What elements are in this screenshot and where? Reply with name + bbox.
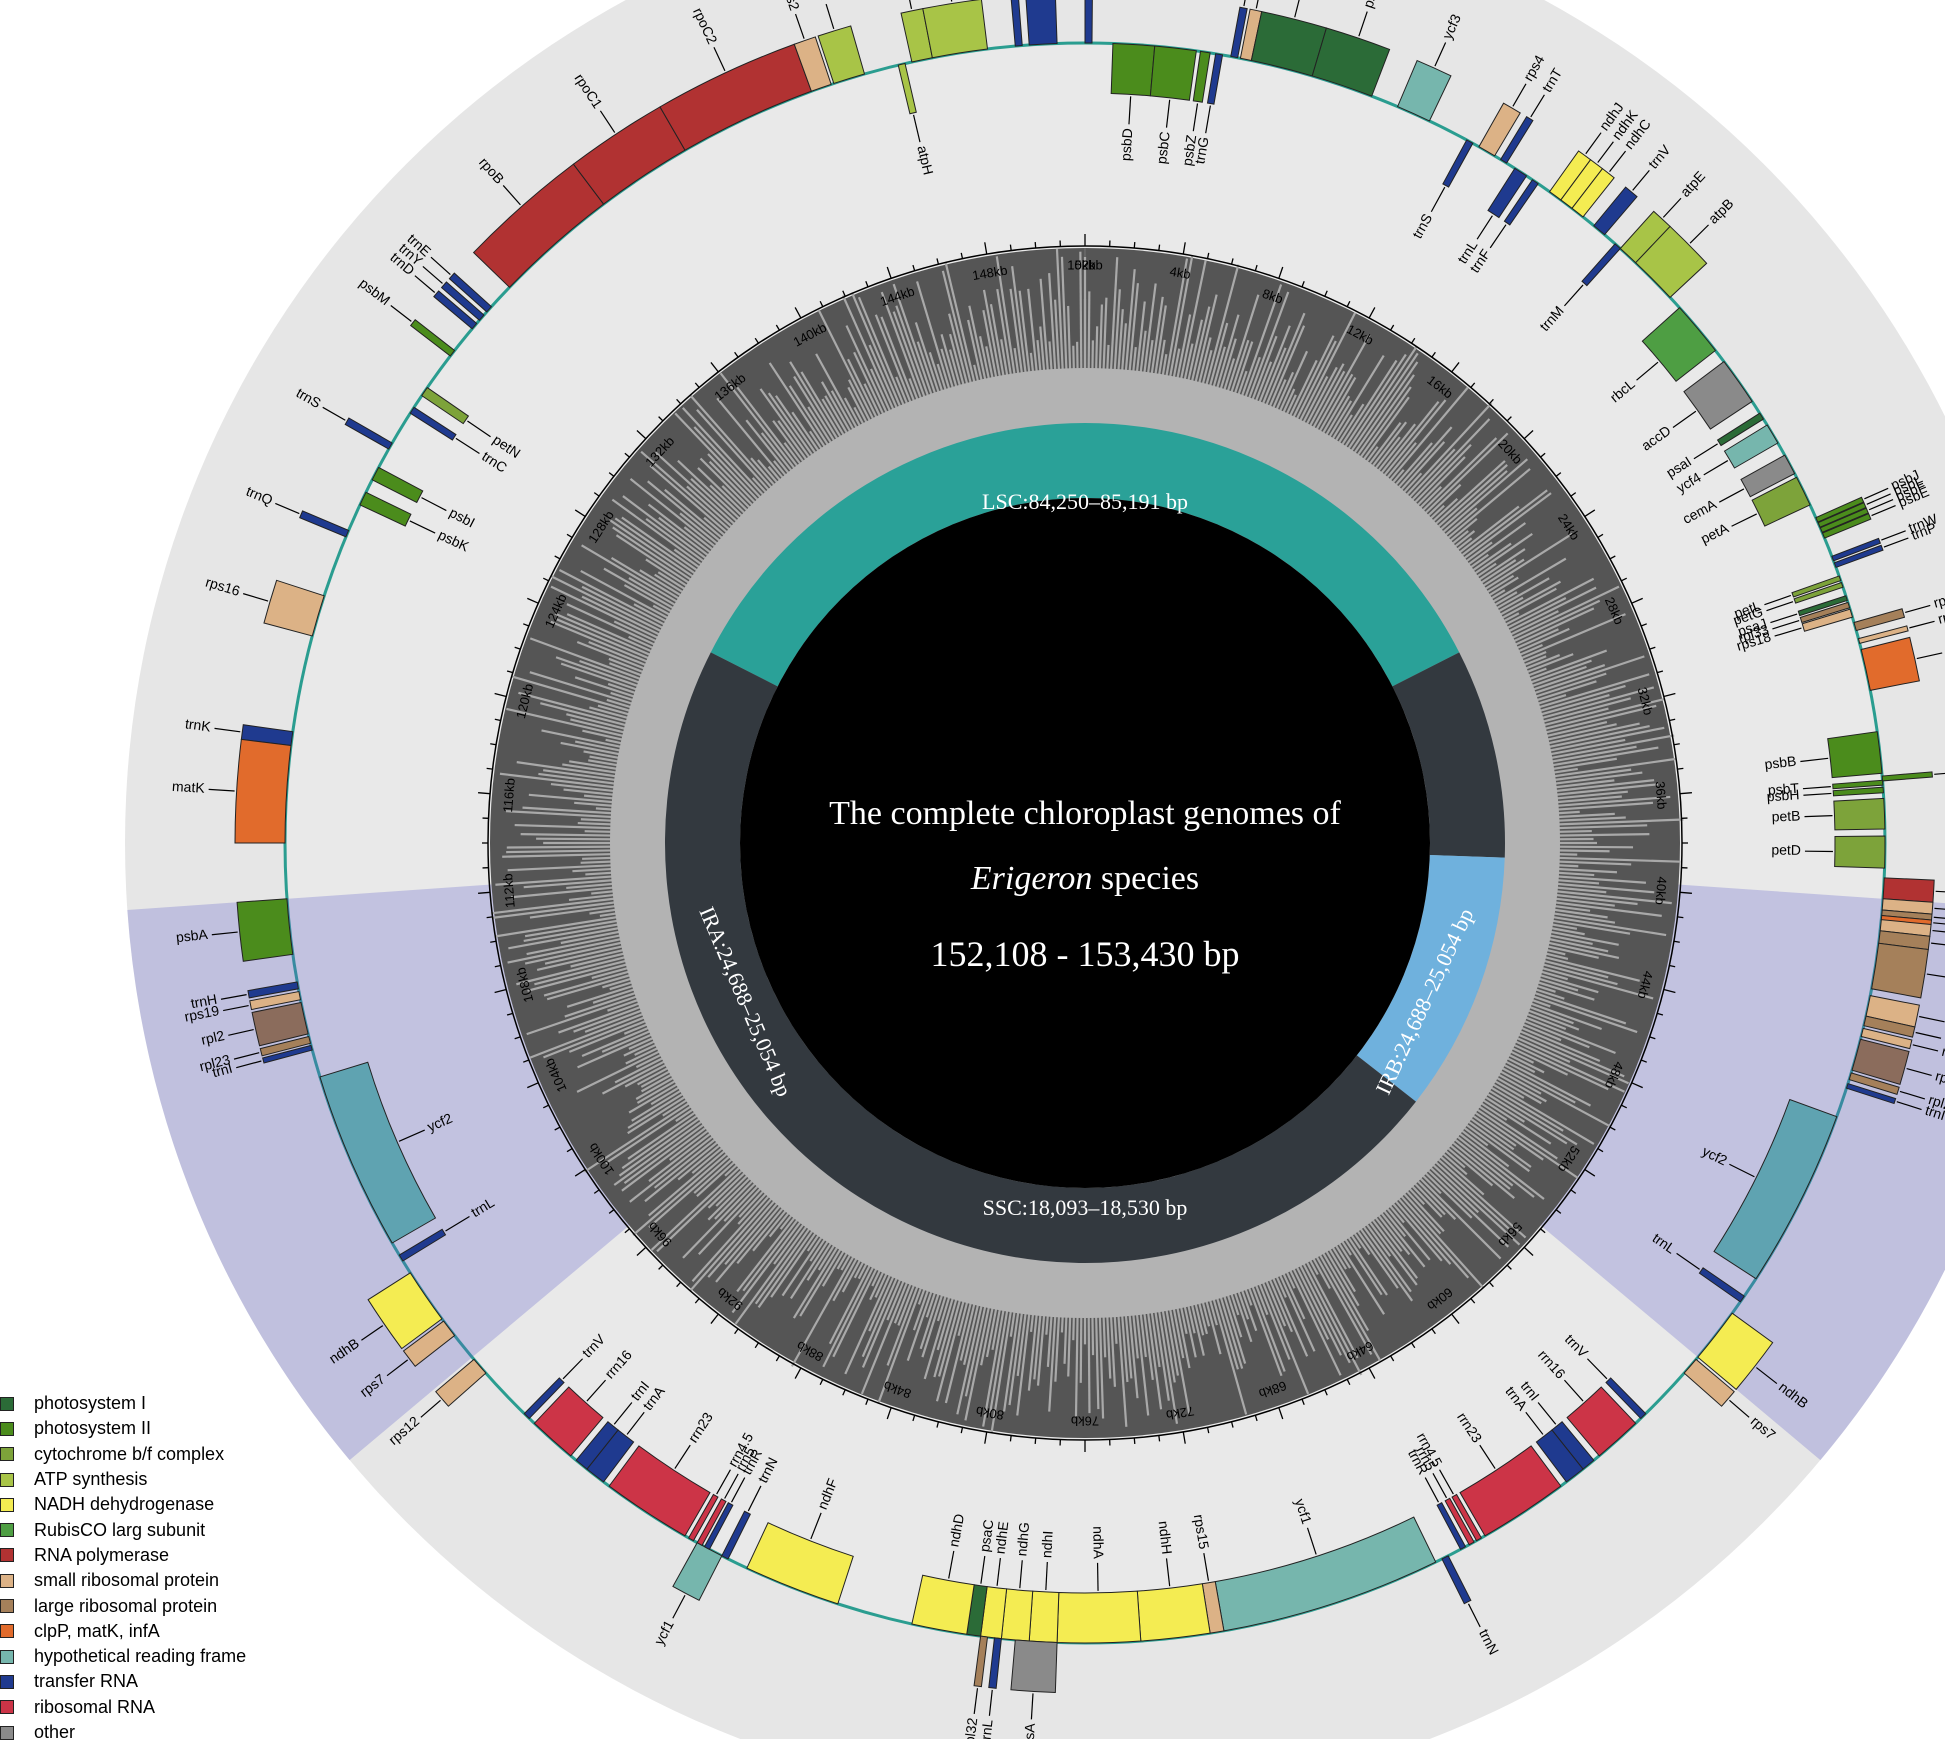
legend-item: small ribosomal protein	[0, 1568, 300, 1593]
gene-label-psbD: psbD	[1117, 128, 1135, 162]
kb-tick-label: 152kb	[1067, 257, 1102, 272]
legend-swatch	[0, 1675, 14, 1689]
center-title-line2: Erigeron species	[970, 860, 1199, 897]
gene-matK	[235, 739, 291, 843]
gene-label-rpl32: rpl32	[961, 1717, 981, 1739]
legend-label: cytochrome b/f complex	[34, 1444, 224, 1465]
legend-swatch	[0, 1726, 14, 1740]
legend-swatch	[0, 1650, 14, 1664]
genus-suffix: species	[1092, 860, 1199, 897]
gene-label-ndhA: ndhA	[1090, 1526, 1107, 1560]
gene-psbB	[1828, 732, 1882, 778]
legend-item: hypothetical reading frame	[0, 1644, 300, 1669]
gene-label-matK: matK	[172, 778, 206, 796]
legend-item: NADH dehydrogenase	[0, 1492, 300, 1517]
legend-item: clpP, matK, infA	[0, 1619, 300, 1644]
legend-label: transfer RNA	[34, 1671, 138, 1692]
gene-ndhI	[1029, 1591, 1059, 1642]
legend-swatch	[0, 1422, 14, 1436]
legend-item: ribosomal RNA	[0, 1695, 300, 1720]
gene-category-legend: photosystem I photosystem II cytochrome b/…	[0, 1391, 300, 1745]
legend-swatch	[0, 1447, 14, 1461]
legend-label: small ribosomal protein	[34, 1570, 219, 1591]
legend-item: other	[0, 1720, 300, 1745]
legend-swatch	[0, 1397, 14, 1411]
legend-item: cytochrome b/f complex	[0, 1442, 300, 1467]
legend-label: other	[34, 1722, 75, 1743]
gene-atpA	[923, 0, 988, 58]
gene-trnS	[1085, 0, 1092, 43]
gene-label-ccsA: ccsA	[1020, 1722, 1038, 1739]
gene-label-trnK: trnK	[184, 715, 212, 734]
legend-swatch	[0, 1700, 14, 1714]
gene-label-petB: petB	[1771, 807, 1800, 824]
legend-swatch	[0, 1498, 14, 1512]
legend-label: large ribosomal protein	[34, 1596, 217, 1617]
gene-psbA	[237, 899, 293, 961]
legend-swatch	[0, 1624, 14, 1638]
gene-label-psbA: psbA	[175, 926, 209, 945]
center-disc	[740, 498, 1430, 1188]
legend-item: photosystem I	[0, 1391, 300, 1416]
legend-swatch	[0, 1523, 14, 1537]
legend-item: photosystem II	[0, 1416, 300, 1441]
legend-label: RubisCO larg subunit	[34, 1520, 205, 1541]
gene-psbD	[1111, 43, 1155, 95]
legend-item: RNA polymerase	[0, 1543, 300, 1568]
legend-label: clpP, matK, infA	[34, 1621, 160, 1642]
legend-swatch	[0, 1548, 14, 1562]
gene-petD	[1835, 836, 1885, 868]
genome-size-range: 152,108 - 153,430 bp	[931, 934, 1240, 974]
lsc-label: LSC:84,250–85,191 bp	[982, 489, 1188, 514]
legend-label: hypothetical reading frame	[34, 1646, 246, 1667]
gene-trnG	[1026, 0, 1057, 45]
kb-tick-label: 112kb	[500, 873, 518, 909]
gene-rpoA	[1883, 878, 1934, 902]
gene-label-ndhG: ndhG	[1013, 1521, 1032, 1557]
legend-item: large ribosomal protein	[0, 1593, 300, 1618]
center-title-line1: The complete chloroplast genomes of	[829, 795, 1341, 832]
gene-petB	[1834, 798, 1885, 830]
legend-swatch	[0, 1599, 14, 1613]
gene-rpl16	[1872, 943, 1929, 998]
legend-label: ATP synthesis	[34, 1469, 147, 1490]
region-ring: LSC:84,250–85,191 bp SSC:18,093–18,530 bp…	[665, 423, 1505, 1263]
gene-label-petD: petD	[1771, 841, 1801, 857]
kb-tick-label: 40kb	[1652, 876, 1669, 905]
ssc-label: SSC:18,093–18,530 bp	[983, 1195, 1188, 1220]
legend-label: NADH dehydrogenase	[34, 1494, 214, 1515]
legend-label: RNA polymerase	[34, 1545, 169, 1566]
legend-label: photosystem II	[34, 1418, 151, 1439]
legend-label: photosystem I	[34, 1393, 146, 1414]
gene-ndhD	[912, 1575, 974, 1634]
legend-item: RubisCO larg subunit	[0, 1517, 300, 1542]
gene-ndhH	[1137, 1584, 1210, 1641]
genus-name: Erigeron	[970, 860, 1093, 897]
gene-psbC	[1150, 46, 1196, 100]
legend-swatch	[0, 1473, 14, 1487]
gene-ndhA	[1057, 1591, 1141, 1643]
legend-swatch	[0, 1574, 14, 1588]
kb-tick-label: 76kb	[1071, 1414, 1099, 1429]
gene-label-ndhI: ndhI	[1038, 1530, 1055, 1558]
legend-label: ribosomal RNA	[34, 1697, 155, 1718]
gene-label-psbH: psbH	[1766, 786, 1800, 804]
gene-ccsA	[1011, 1640, 1057, 1693]
kb-tick-label: 116kb	[500, 777, 518, 813]
legend-item: ATP synthesis	[0, 1467, 300, 1492]
kb-tick-label: 36kb	[1652, 781, 1669, 810]
legend-item: transfer RNA	[0, 1669, 300, 1694]
